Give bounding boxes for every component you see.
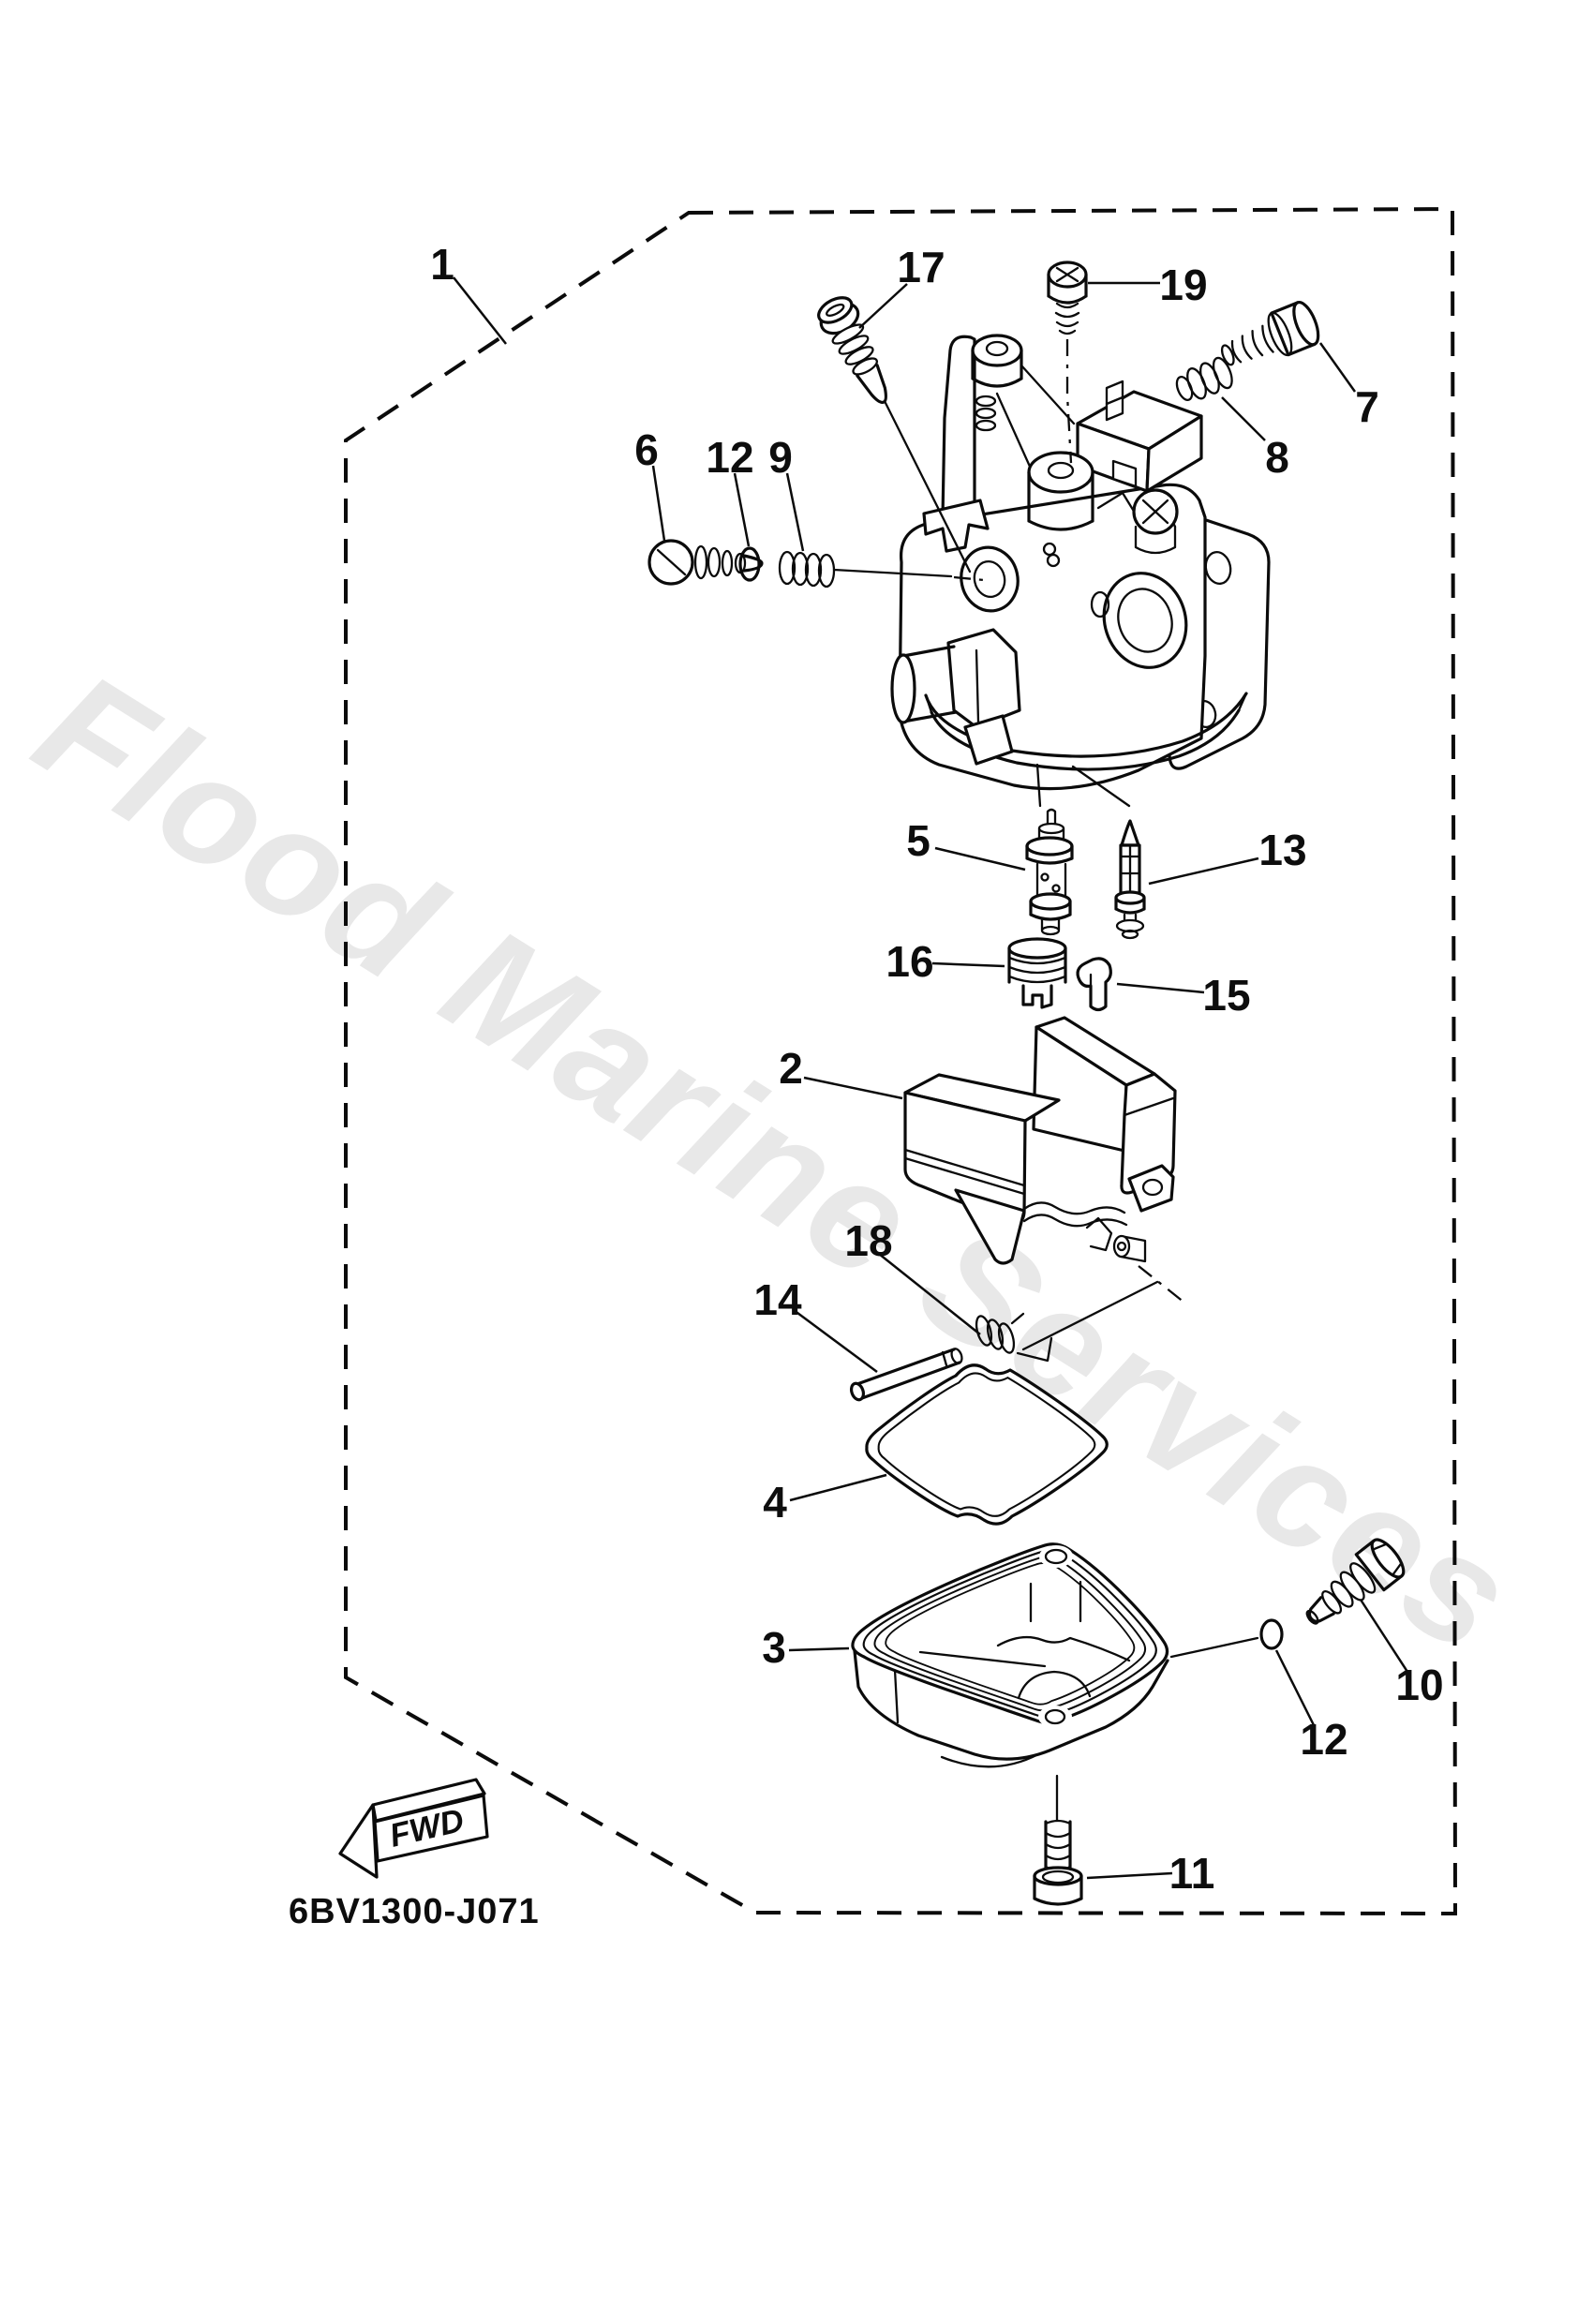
spring-8-drawing xyxy=(1175,356,1233,401)
dashed-border xyxy=(344,206,1458,1916)
needle-valve-13-drawing xyxy=(1114,819,1146,940)
part-number-6: 6 xyxy=(634,425,659,474)
part-number-15: 15 xyxy=(1202,971,1250,1020)
part-number-18: 18 xyxy=(844,1216,892,1265)
leader-line-part-12 xyxy=(733,472,751,547)
leader-line-part-16 xyxy=(931,961,1005,968)
leader-line-part-6 xyxy=(651,465,666,542)
bowl-oring-line xyxy=(1169,1636,1259,1659)
float-pin-14-drawing xyxy=(849,1348,963,1402)
part-number-7: 7 xyxy=(1355,382,1379,431)
part-labels-layer: 1 17 19 7 8 6 12 9 5 13 16 15 2 18 14 4 3 10 12 11 xyxy=(430,240,1443,1898)
drawing-code: 6BV1300-J071 xyxy=(289,1892,540,1931)
o-ring-12-left-drawing xyxy=(738,546,761,582)
leader-line-part-10 xyxy=(1359,1599,1409,1673)
leader-line-part-17 xyxy=(858,283,908,329)
part-number-9: 9 xyxy=(768,433,793,482)
gasket-4-drawing xyxy=(865,1363,1109,1526)
part-number-12: 12 xyxy=(706,433,753,482)
leader-line-part-8 xyxy=(1221,396,1266,441)
part-number-19: 19 xyxy=(1159,261,1207,309)
part-number-12: 12 xyxy=(1300,1715,1347,1764)
part-number-17: 17 xyxy=(897,243,945,291)
leader-line-part-7 xyxy=(1318,342,1357,393)
part-number-14: 14 xyxy=(753,1275,802,1324)
bowl-screw-11-drawing xyxy=(1033,1774,1083,1906)
main-jet-5-drawing xyxy=(1025,808,1074,936)
leader-line-part-5 xyxy=(934,846,1026,872)
leader-line-part-13 xyxy=(1148,857,1259,886)
part-number-16: 16 xyxy=(886,937,933,986)
part-number-3: 3 xyxy=(762,1623,786,1672)
watermark-text: Flood Marine Services xyxy=(8,639,1541,1687)
drain-screw-10-drawing xyxy=(1305,1538,1406,1625)
float-2-drawing xyxy=(903,1016,1185,1304)
part-number-5: 5 xyxy=(906,816,930,865)
leader-line-part-18 xyxy=(878,1253,981,1335)
screw-17-drawing xyxy=(817,296,887,404)
part-number-10: 10 xyxy=(1395,1661,1443,1709)
part-number-1: 1 xyxy=(430,240,454,289)
leader-line-part-9 xyxy=(785,472,805,552)
part-number-8: 8 xyxy=(1265,433,1289,482)
leader-line-part-2 xyxy=(803,1076,903,1100)
part-number-2: 2 xyxy=(779,1044,803,1093)
part-number-4: 4 xyxy=(763,1478,787,1527)
valve-seat-16-drawing xyxy=(1007,937,1067,1009)
bolt-7-drawing xyxy=(1220,300,1320,366)
leader-line-part-3 xyxy=(788,1646,850,1652)
float-bowl-3-drawing xyxy=(851,1542,1169,1768)
clip-15-drawing xyxy=(1076,957,1112,1012)
part-number-11: 11 xyxy=(1169,1849,1215,1898)
part-number-13: 13 xyxy=(1258,826,1306,874)
screw-19-drawing xyxy=(1047,261,1088,464)
leader-line-part-11 xyxy=(1086,1871,1173,1880)
leader-line-part-15 xyxy=(1116,982,1205,994)
o-ring-12-right-drawing xyxy=(1259,1618,1284,1650)
leader-line-part-14 xyxy=(793,1308,878,1374)
leader-line-part-12 xyxy=(1274,1649,1316,1726)
leader-line-part-1 xyxy=(453,276,507,345)
carburetor-body-drawing xyxy=(832,334,1271,808)
spring-9-drawing xyxy=(778,550,836,588)
screw-6-drawing xyxy=(648,539,764,586)
leader-line-part-4 xyxy=(789,1473,887,1502)
fwd-arrow: FWD xyxy=(338,1778,489,1879)
